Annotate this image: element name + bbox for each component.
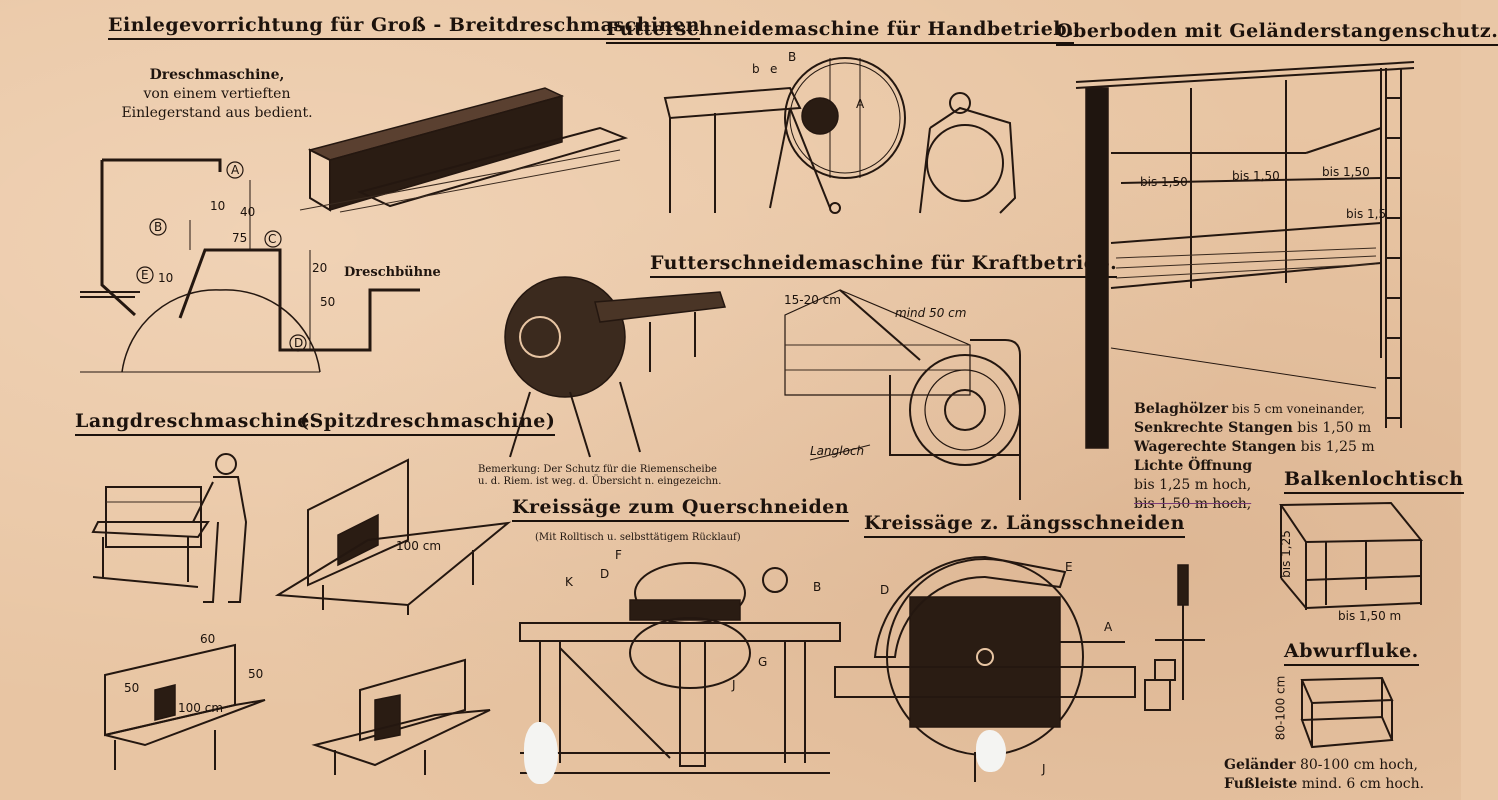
laengs-label-J: J [1042,762,1046,776]
dim-40: 40 [240,205,256,219]
heading-balkenlochtisch: Balkenlochtisch [1284,468,1464,494]
langdresch-guard-drawing [104,643,266,770]
note-senkrechte-value: bis 1,50 m [1292,420,1372,436]
abwurf-note-1-label: Geländer [1224,757,1296,773]
heading-kreissaege-quer: Kreissäge zum Querschneiden [512,496,850,522]
label-b: b [752,62,760,76]
heading-spitzdreschmaschine: (Spitzdreschmaschine) [300,410,556,436]
lang-dim-100: 100 cm [178,701,224,715]
bemerkung-line1: Bemerkung: Der Schutz für die Riemensche… [478,464,717,475]
dim-mind-50: mind 50 cm [895,306,967,320]
dim-20: 20 [312,261,328,275]
quer-label-J: J [732,678,736,692]
abwurf-note-2-value: mind. 6 cm hoch. [1297,776,1425,792]
lang-dim-60: 60 [200,632,216,646]
label-C: C [268,232,277,246]
abwurf-notes: Geländer 80-100 cm hoch, Fußleiste mind.… [1224,756,1424,794]
lang-dim-50a: 50 [124,681,140,695]
einlege-caption-line3: Einlegerstand aus bedient. [121,105,313,121]
dreschbuehne-label: Dreschbühne [344,265,441,280]
note-belaghoelzer-label: Belaghölzer [1134,401,1228,417]
label-A-hand: A [856,97,865,111]
heading-futterschneide-kraft: Futterschneidemaschine für Kraftbetrieb. [650,252,1118,278]
heading-langdreschmaschine: Langdreschmaschine. [75,410,317,436]
note-belaghoelzer: Belaghölzer bis 5 cm voneinander, [1134,400,1375,419]
balken-dim-h: bis 1,25 [1278,530,1293,578]
langloch-label: Langloch [810,444,865,458]
heading-oberboden: Oberboden mit Geländerstangenschutz. [1056,20,1498,46]
paper-hole-right [976,730,1006,772]
einlege-caption: Dreschmaschine, von einem vertieften Ein… [112,66,322,123]
heading-futterschneide-hand: Futterschneidemaschine für Handbetrieb. [606,18,1075,44]
note-open1: bis 1,25 m hoch, [1134,477,1252,493]
fodder-cutter-power-drawing [504,276,727,458]
label-D: D [294,336,304,350]
oberboden-drawing [1075,61,1415,449]
einlege-caption-line2: von einem vertieften [143,86,291,102]
paper-background [0,0,1461,800]
bemerkung-line2: u. d. Riem. ist weg. d. Übersicht n. ein… [478,476,722,487]
bemerkung: Bemerkung: Der Schutz für die Riemensche… [478,464,721,488]
laengs-label-A: A [1104,620,1113,634]
heading-abwurfluke: Abwurfluke. [1284,640,1419,666]
power-cutter-guard-drawing [784,289,1021,500]
abwurfluke-drawing [1300,676,1394,749]
spitz-dim-100: 100 cm [396,539,442,553]
note-senkrechte-label: Senkrechte Stangen [1134,420,1293,436]
note-wagerechte-value: bis 1,25 m [1296,439,1375,455]
oberboden-notes: Belaghölzer bis 5 cm voneinander, Senkre… [1134,400,1375,514]
dim-50: 50 [320,295,336,309]
langdresch-worker-drawing [91,453,248,603]
einlege-cross-section [80,158,420,373]
dim-15-20: 15-20 cm [784,293,841,307]
label-e: e [770,62,778,76]
dim-10b: 10 [158,271,174,285]
ober-dim-3: bis 1,50 [1322,165,1370,179]
note-wagerechte-label: Wagerechte Stangen [1134,439,1297,455]
quer-subtitle: (Mit Rolltisch u. selbsttätigem Rücklauf… [535,532,741,543]
label-B-hand: B [788,50,797,64]
dim-10a: 10 [210,199,226,213]
fodder-cutter-hand-drawing [663,57,1017,214]
quer-label-B: B [813,580,822,594]
spitzdresch-guard-drawing [311,658,491,775]
laengs-label-E: E [1065,560,1073,574]
einlege-caption-line1: Dreschmaschine, [149,67,285,83]
label-E: E [141,268,149,282]
threshing-machine-drawing [299,87,629,213]
balken-dim-w: bis 1,50 m [1338,609,1402,623]
abwurf-dim-h: 80-100 cm [1273,675,1288,741]
note-lichte: Lichte Öffnung [1134,457,1375,476]
dim-75: 75 [232,231,248,245]
note-belaghoelzer-value: bis 5 cm voneinander, [1228,402,1365,416]
ober-dim-4: bis 1,5 [1346,207,1387,221]
laengs-label-D: D [880,583,890,597]
abwurf-note-1: Geländer 80-100 cm hoch, [1224,756,1424,775]
quer-label-D: D [600,567,610,581]
quer-label-G: G [758,655,768,669]
label-B: B [154,220,163,234]
note-open2: bis 1,50 m hoch, [1134,496,1252,512]
balkenlochtisch-drawing [1279,501,1424,610]
saw-guard-detail-drawing [1144,564,1205,711]
label-A: A [231,163,240,177]
quer-label-K: K [565,575,573,589]
note-wagerechte: Wagerechte Stangen bis 1,25 m [1134,438,1375,457]
lang-dim-50b: 50 [248,667,264,681]
note-senkrechte: Senkrechte Stangen bis 1,50 m [1134,419,1375,438]
note-lichte-label: Lichte Öffnung [1134,458,1253,474]
spitzdresch-drawing [274,458,512,615]
heading-einlegevorrichtung: Einlegevorrichtung für Groß - Breitdresc… [108,14,700,40]
abwurf-note-2: Fußleiste mind. 6 cm hoch. [1224,775,1424,794]
ober-dim-2: bis 1,50 [1232,169,1280,183]
kreissaege-quer-drawing [519,562,841,774]
heading-kreissaege-laengs: Kreissäge z. Längsschneiden [864,512,1185,538]
abwurf-note-2-label: Fußleiste [1224,776,1298,792]
quer-label-F: F [615,548,622,562]
paper-hole-left [524,722,558,784]
abwurf-note-1-value: 80-100 cm hoch, [1295,757,1419,773]
kreissaege-laengs-drawing [834,555,1136,782]
ober-dim-1: bis 1,50 [1140,175,1188,189]
